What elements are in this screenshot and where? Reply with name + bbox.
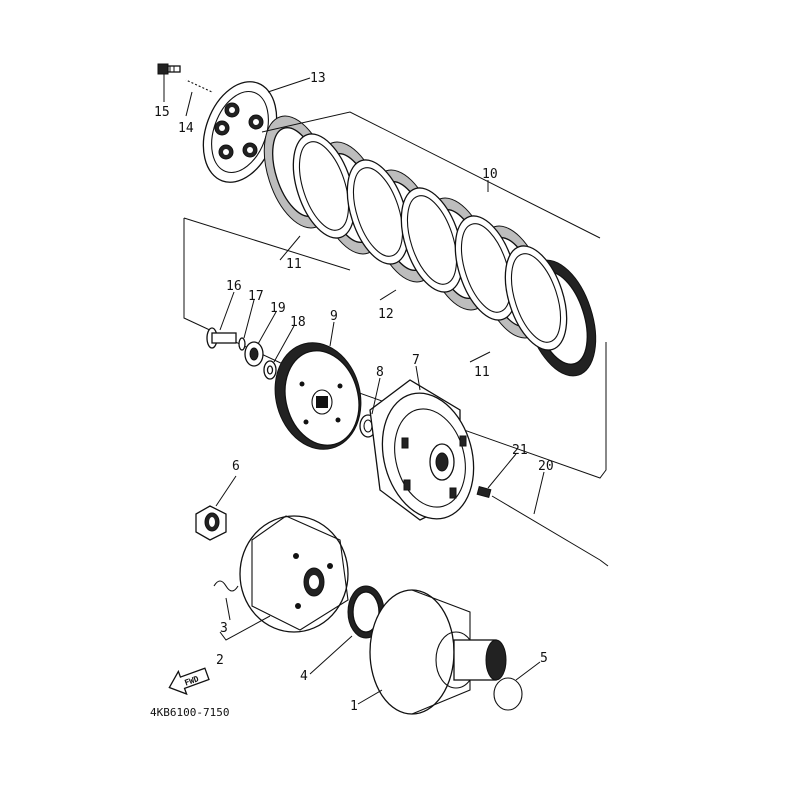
callout-2: 2: [216, 653, 224, 668]
callout-11b: 11: [474, 365, 490, 380]
callout-10: 10: [482, 167, 498, 182]
part-14-spring[interactable]: [185, 78, 213, 94]
callout-12: 12: [378, 307, 394, 322]
part-18-washer[interactable]: [263, 360, 277, 380]
part-21-spring[interactable]: [476, 485, 492, 499]
callout-11a: 11: [286, 257, 302, 272]
callout-9: 9: [330, 309, 338, 324]
callout-20: 20: [538, 459, 554, 474]
callout-6: 6: [232, 459, 240, 474]
part-9-driven-gear[interactable]: [263, 333, 372, 459]
callout-7: 7: [412, 353, 420, 368]
callout-19: 19: [270, 301, 286, 316]
callout-14: 14: [178, 121, 194, 136]
callout-5: 5: [540, 651, 548, 666]
part-3-spring[interactable]: [213, 580, 239, 592]
leader-lines: [163, 74, 545, 705]
callout-13: 13: [310, 71, 326, 86]
callout-17: 17: [248, 289, 264, 304]
part-code: 4KB6100-7150: [150, 706, 229, 719]
part-1-clutch-carrier[interactable]: [369, 589, 507, 715]
callout-15: 15: [154, 105, 170, 120]
callout-3: 3: [220, 621, 228, 636]
callout-4: 4: [300, 669, 308, 684]
part-13-pressure-plate[interactable]: [190, 72, 289, 193]
callout-8: 8: [376, 365, 384, 380]
part-7-clutch-housing[interactable]: [369, 379, 487, 529]
fwd-arrow-icon: FWD: [168, 667, 210, 696]
callout-16: 16: [226, 279, 242, 294]
callout-labels: 13 15 14 10 11 12 11 16 17 19 18 9 8 7 2…: [154, 71, 554, 714]
callout-21: 21: [512, 443, 528, 458]
part-16-bolt[interactable]: [206, 327, 237, 349]
part-2-clutch-assembly[interactable]: [239, 515, 349, 633]
part-6-nut[interactable]: [195, 505, 227, 541]
part-15-bolt[interactable]: [157, 63, 181, 75]
callout-18: 18: [290, 315, 306, 330]
part-5-o-ring[interactable]: [493, 677, 523, 711]
part-12-clutch-plates[interactable]: [282, 126, 579, 357]
part-19-bearing[interactable]: [244, 341, 264, 367]
part-17-ring[interactable]: [238, 337, 246, 351]
part-20-push-rod[interactable]: [491, 495, 609, 567]
callout-1: 1: [350, 699, 358, 714]
